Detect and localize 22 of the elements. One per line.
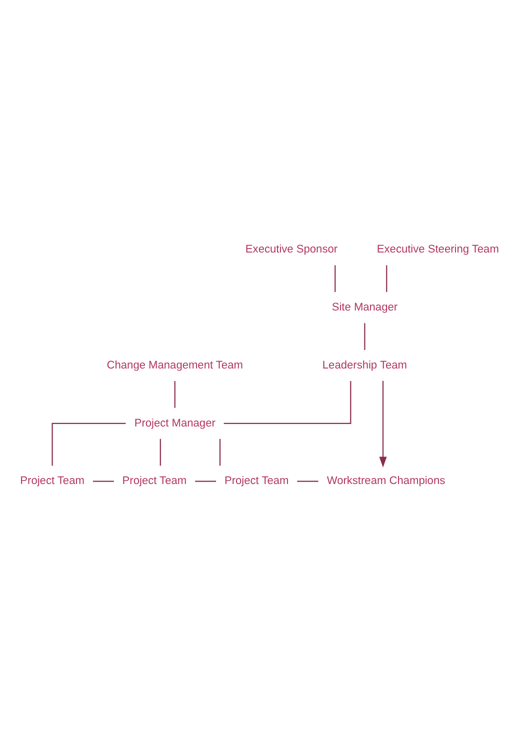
node-text: Change Management Team bbox=[106, 358, 243, 371]
node-text: Site Manager bbox=[332, 301, 398, 314]
connector bbox=[160, 438, 161, 466]
node-text: Executive Sponsor bbox=[245, 243, 338, 256]
connector bbox=[364, 322, 366, 350]
node-text: Project Team bbox=[20, 474, 84, 487]
connector bbox=[195, 480, 216, 482]
connector bbox=[224, 380, 352, 424]
connector bbox=[297, 480, 318, 482]
connector bbox=[52, 422, 126, 466]
node-text: Workstream Champions bbox=[326, 474, 446, 487]
connector bbox=[92, 480, 114, 482]
connector bbox=[334, 264, 336, 292]
connector bbox=[219, 438, 221, 466]
node-text: Project Team bbox=[224, 474, 289, 487]
arrow bbox=[379, 380, 387, 468]
connector bbox=[174, 380, 176, 408]
connector bbox=[386, 264, 388, 292]
node-text: Project Manager bbox=[134, 416, 216, 429]
node-text: Leadership Team bbox=[322, 358, 407, 371]
node-text: Executive Steering Team bbox=[376, 243, 499, 256]
node-text: Project Team bbox=[122, 474, 187, 487]
